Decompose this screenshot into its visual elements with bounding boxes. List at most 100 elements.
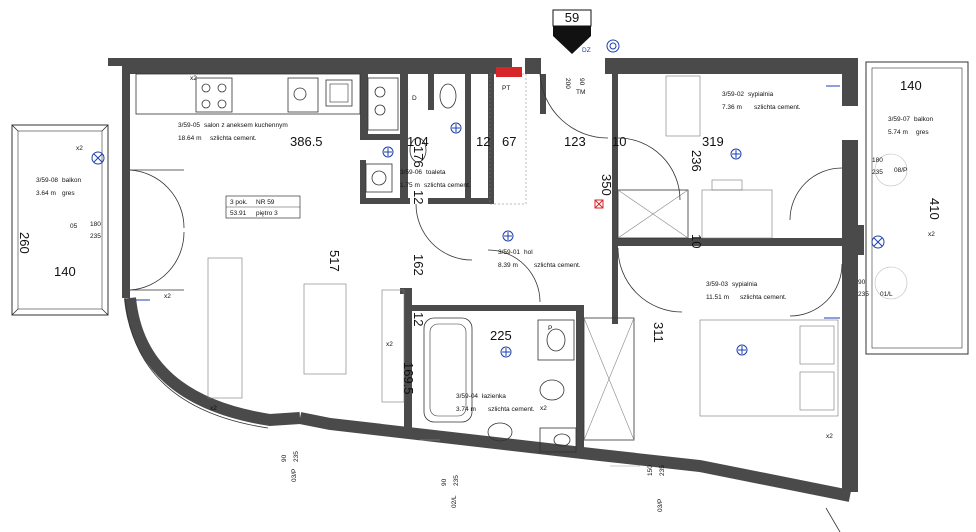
dimension: 12 — [411, 312, 426, 326]
dimension: 225 — [490, 328, 512, 343]
entrance-label: DZ — [582, 47, 591, 54]
balcony-left-light-icon — [91, 151, 105, 165]
svg-text:08/P: 08/P — [894, 167, 907, 174]
door-swings — [129, 73, 843, 317]
dimension: 10 — [689, 234, 704, 248]
unit-nr: NR 59 — [256, 199, 275, 206]
svg-text:szlichta cement.: szlichta cement. — [424, 182, 471, 189]
unit-rooms: 3 pok. — [230, 199, 248, 206]
red-mark-x2: x2 — [190, 75, 197, 82]
svg-text:3.64 m: 3.64 m — [36, 190, 56, 197]
dimension: 176 — [411, 146, 426, 168]
svg-text:180: 180 — [90, 221, 101, 228]
svg-text:1.75 m: 1.75 m — [400, 182, 420, 189]
fixture-tag-tm: TM — [576, 89, 585, 96]
ceiling-light-icon — [382, 146, 394, 158]
fixture-tags: PT P TM — [496, 67, 585, 332]
dimension: 12 — [411, 190, 426, 204]
dimension: 386.5 — [290, 134, 323, 149]
svg-text:3/59-04: 3/59-04 — [456, 393, 478, 400]
svg-text:90: 90 — [858, 279, 866, 286]
dimension: 319 — [702, 134, 724, 149]
room-label-lazienka: 3/59-04 łazienka 3.74 m szlichta cement. — [456, 393, 535, 413]
room-label-balkon-07: 3/59-07 balkon 5.74 m gres — [888, 116, 934, 136]
column-hatch — [489, 73, 689, 441]
window-tag-05: 180 235 05 — [70, 221, 101, 240]
dimension: 350 — [599, 174, 614, 196]
svg-text:sypialnia: sypialnia — [748, 91, 774, 98]
svg-text:235: 235 — [90, 233, 101, 240]
svg-text:05: 05 — [70, 223, 78, 230]
svg-text:8.39 m: 8.39 m — [498, 262, 518, 269]
dimension-labels: 386.5 104 12 67 123 10 236 319 517 176 1… — [17, 78, 942, 395]
red-mark-x2: x2 — [826, 433, 833, 440]
outer-walls — [108, 58, 864, 502]
svg-text:sypialnia: sypialnia — [732, 281, 758, 288]
balcony-left — [11, 124, 109, 316]
window-tag-02L: 90 235 02/L — [441, 475, 460, 508]
balcony-right-light-icon — [871, 235, 885, 249]
svg-text:3/59-06: 3/59-06 — [400, 169, 422, 176]
room-label-balkon-08: 3/59-08 balkon 3.64 m gres — [36, 177, 82, 197]
svg-text:235: 235 — [872, 169, 883, 176]
window-tag-03P-a: 90 235 03/P — [281, 451, 300, 482]
unit-area: 53.91 — [230, 210, 247, 217]
svg-text:5.74 m: 5.74 m — [888, 129, 908, 136]
svg-text:szlichta cement.: szlichta cement. — [488, 406, 535, 413]
svg-text:90: 90 — [281, 454, 288, 462]
window-tag-03P-b: 150 235 03/P — [647, 465, 666, 512]
window-tag-08P: 180 235 08/P — [872, 157, 907, 176]
dimension: 517 — [327, 250, 342, 272]
svg-text:gres: gres — [62, 190, 75, 197]
site-lines — [420, 439, 841, 532]
svg-text:toaleta: toaleta — [426, 169, 446, 176]
dimension: 12 — [476, 134, 490, 149]
svg-text:03/P: 03/P — [657, 499, 664, 512]
dimension: 311 — [651, 322, 666, 343]
svg-text:hol: hol — [524, 249, 533, 256]
svg-text:balkon: balkon — [914, 116, 934, 123]
svg-text:salon z aneksem kuchennym: salon z aneksem kuchennym — [204, 122, 288, 129]
svg-text:11.51 m: 11.51 m — [706, 294, 729, 301]
dimension: 260 — [17, 232, 32, 254]
window-tag-01L: 90 235 01/L — [858, 279, 893, 298]
dimension: 410 — [927, 198, 942, 220]
svg-text:02/L: 02/L — [451, 495, 458, 508]
dimension: 67 — [502, 134, 516, 149]
electrical-symbols — [136, 85, 840, 358]
dimension: 169.5 — [401, 362, 416, 395]
interior-walls — [360, 74, 842, 455]
dimension: 140 — [900, 78, 922, 93]
window-tags: 180 235 05 180 235 08/P 90 235 01/L 90 2… — [70, 157, 907, 512]
svg-text:3/59-05: 3/59-05 — [178, 122, 200, 129]
svg-text:235: 235 — [858, 291, 869, 298]
unit-floor: piętro 3 — [256, 210, 278, 217]
red-mark-x2: x2 — [164, 293, 171, 300]
dimension: 90 — [578, 78, 585, 86]
svg-text:7.36 m: 7.36 m — [722, 104, 742, 111]
svg-text:3.74 m: 3.74 m — [456, 406, 476, 413]
svg-text:szlichta cement.: szlichta cement. — [534, 262, 581, 269]
room-label-sypialnia-02: 3/59-02 sypialnia 7.36 m szlichta cement… — [722, 91, 801, 111]
red-mark-d: D — [412, 95, 417, 102]
svg-text:3/59-02: 3/59-02 — [722, 91, 744, 98]
svg-text:balkon: balkon — [62, 177, 82, 184]
red-markings: x2 x2 x2 x2 x2 x2 x2 x2 D — [76, 75, 935, 440]
svg-text:180: 180 — [872, 157, 883, 164]
dimension: 236 — [689, 150, 704, 172]
room-label-toaleta: 3/59-06 toaleta 1.75 m szlichta cement. — [400, 169, 471, 189]
unit-summary: 3 pok. NR 59 53.91 piętro 3 — [225, 195, 301, 219]
room-labels: 3/59-05 salon z aneksem kuchennym 18.64 … — [36, 91, 934, 413]
svg-text:gres: gres — [916, 129, 929, 136]
red-mark-x2: x2 — [76, 145, 83, 152]
ceiling-light-icon — [502, 230, 514, 242]
dimension: 140 — [54, 264, 76, 279]
room-label-hol: 3/59-01 hol 8.39 m szlichta cement. — [498, 249, 581, 269]
svg-text:235: 235 — [293, 451, 300, 462]
kitchen — [135, 73, 361, 115]
ceiling-light-icon — [500, 346, 512, 358]
dimension: 162 — [411, 254, 426, 276]
unit-entrance-marker: 59 DZ — [552, 9, 620, 54]
svg-text:01/L: 01/L — [880, 291, 893, 298]
